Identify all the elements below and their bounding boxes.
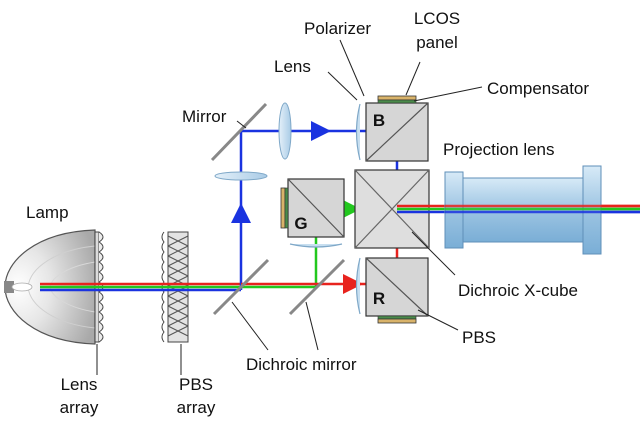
- cube-label-b: B: [373, 111, 385, 130]
- leader-dichroic-2: [305, 301, 319, 351]
- lamp-base: [4, 281, 14, 293]
- leader-lens: [327, 71, 358, 101]
- label-dichroic-x-cube: Dichroic X-cube: [458, 281, 578, 300]
- lcos-panel-red: [377, 318, 417, 324]
- input-beam: [40, 282, 241, 292]
- output-beam-overlay: [445, 204, 640, 214]
- polarizer-blue: [355, 103, 361, 161]
- label-pbs-array-2: array: [177, 398, 216, 417]
- label-pbs: PBS: [462, 328, 496, 347]
- label-lens: Lens: [274, 57, 311, 76]
- lcos-panel-green: [280, 187, 286, 229]
- cube-label-r: R: [373, 289, 385, 308]
- label-lens-array-1: Lens: [61, 375, 98, 394]
- compensator-red: [377, 315, 417, 320]
- relay-lens-vertical: [214, 171, 268, 181]
- dichroic-x-cube: [354, 169, 430, 249]
- relay-lens-horizontal: [278, 102, 292, 160]
- leader-dichroic-1: [231, 301, 269, 351]
- leader-x-cube: [411, 231, 456, 276]
- compensator-green: [284, 187, 289, 229]
- leader-pbs: [417, 309, 459, 331]
- label-pbs-array-1: PBS: [179, 375, 213, 394]
- label-lcos-panel-1: LCOS: [414, 9, 460, 28]
- leader-compensator: [413, 86, 483, 102]
- lcos-panel-blue: [377, 95, 417, 101]
- label-dichroic-mirror: Dichroic mirror: [246, 355, 357, 374]
- label-polarizer: Polarizer: [304, 19, 371, 38]
- leader-lines: [96, 39, 483, 375]
- compensator-blue: [377, 99, 417, 104]
- dichroic-mirror-2: [288, 258, 346, 316]
- mirror: [210, 102, 268, 162]
- leader-lcos: [405, 61, 421, 96]
- label-compensator: Compensator: [487, 79, 589, 98]
- leader-mirror: [236, 120, 247, 129]
- leader-polarizer: [339, 39, 365, 97]
- label-mirror: Mirror: [182, 107, 227, 126]
- label-lcos-panel-2: panel: [416, 33, 458, 52]
- label-lamp: Lamp: [26, 203, 69, 222]
- label-lens-array-2: array: [60, 398, 99, 417]
- polarizer-red: [355, 257, 361, 315]
- dichroic-mirror-1: [212, 258, 270, 316]
- polarizer-green: [289, 243, 343, 248]
- lamp-filament: [11, 282, 33, 292]
- label-projection-lens: Projection lens: [443, 140, 555, 159]
- cube-label-g: G: [294, 214, 307, 233]
